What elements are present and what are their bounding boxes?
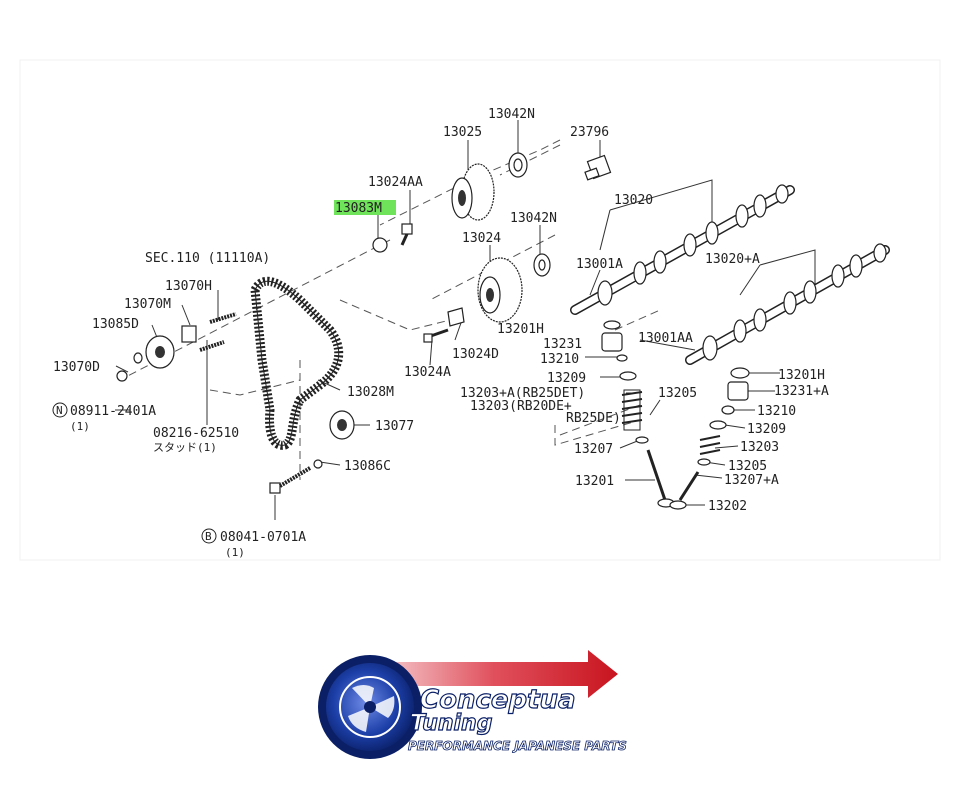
label-13024D: 13024D <box>452 347 499 362</box>
label-13210-left: 13210 <box>540 352 579 367</box>
label-13024AA: 13024AA <box>368 175 423 190</box>
label-13209-left: 13209 <box>547 371 586 386</box>
label-13077: 13077 <box>375 419 414 434</box>
plate-13024D <box>447 307 465 327</box>
label-13042N-mid: 13042N <box>510 211 557 226</box>
bolt-13024A <box>423 328 449 343</box>
label-13203-right: 13203 <box>740 440 779 455</box>
valve-train-left <box>601 320 675 508</box>
leader-lines <box>115 120 816 520</box>
label-13202: 13202 <box>708 499 747 514</box>
label-13231A: 13231+A <box>774 384 829 399</box>
callout-08041: B 08041-0701A (1) <box>201 528 306 559</box>
label-08041: 08041-0701A <box>220 530 306 545</box>
conceptual-tuning-logo: Conceptua Tuning PERFORMANCE JAPANESE PA… <box>318 650 627 759</box>
circle-N-letter: N <box>56 404 63 417</box>
label-13020: 13020 <box>614 193 653 208</box>
label-08911: 08911-2401A <box>70 404 156 419</box>
label-13020A: 13020+A <box>705 252 760 267</box>
label-23796: 23796 <box>570 125 609 140</box>
label-08216-sub: スタッド(1) <box>153 441 217 454</box>
label-13209-right: 13209 <box>747 422 786 437</box>
label-13203: 13203(RB20DE+ <box>470 399 572 414</box>
seal-13042N-top <box>508 152 528 178</box>
label-13070D: 13070D <box>53 360 100 375</box>
label-13203-b: RB25DE) <box>566 411 621 426</box>
label-13001A: 13001A <box>576 257 623 272</box>
idler-13077 <box>329 410 355 440</box>
red-arrow-icon <box>370 650 618 698</box>
bolt-08041 <box>269 459 323 494</box>
label-sec110: SEC.110 (11110A) <box>145 251 270 266</box>
logo-tagline: PERFORMANCE JAPANESE PARTS <box>408 739 627 753</box>
tensioner-assembly <box>116 312 237 382</box>
label-13086C: 13086C <box>344 459 391 474</box>
label-08911-qty: (1) <box>70 420 90 433</box>
highlight-13083M <box>334 200 396 215</box>
valve-train-right <box>669 367 750 510</box>
label-13070H: 13070H <box>165 279 212 294</box>
label-13024A: 13024A <box>404 365 451 380</box>
circle-B-letter: B <box>205 530 212 543</box>
cam-sprocket-13025 <box>451 163 495 221</box>
label-13210-right: 13210 <box>757 404 796 419</box>
label-13203A: 13203+A(RB25DET) <box>460 386 585 401</box>
label-13201: 13201 <box>575 474 614 489</box>
bolt-13024AA <box>400 223 413 246</box>
label-13201H-left: 13201H <box>497 322 544 337</box>
seal-13042N-mid <box>533 253 551 277</box>
label-13207A: 13207+A <box>724 473 779 488</box>
label-08041-qty: (1) <box>225 546 245 559</box>
camshaft-13020A <box>685 243 890 365</box>
label-13025: 13025 <box>443 125 482 140</box>
part-labels: 13042N 13025 23796 13024AA 13083M 13042N… <box>52 107 829 559</box>
label-13085D: 13085D <box>92 317 139 332</box>
callout-08911: N 08911-2401A (1) <box>52 402 156 433</box>
label-13042N-top: 13042N <box>488 107 535 122</box>
washer-13083M <box>372 237 388 253</box>
timing-belt <box>250 276 344 450</box>
label-13231-left: 13231 <box>543 337 582 352</box>
logo-line2: Tuning <box>410 711 492 736</box>
label-13205-right: 13205 <box>728 459 767 474</box>
label-13001AA: 13001AA <box>638 331 693 346</box>
label-13205-left: 13205 <box>658 386 697 401</box>
label-13024: 13024 <box>462 231 501 246</box>
camshaft-13020 <box>570 184 795 315</box>
sensor-23796 <box>584 154 612 181</box>
label-13201H-right: 13201H <box>778 368 825 383</box>
label-08216: 08216-62510 <box>153 426 239 441</box>
cam-sprocket-13024 <box>477 257 523 323</box>
label-13083M: 13083M <box>335 201 382 216</box>
label-13070M: 13070M <box>124 297 171 312</box>
logo-line1: Conceptua <box>420 685 576 715</box>
label-13207-left: 13207 <box>574 442 613 457</box>
label-13028M: 13028M <box>347 385 394 400</box>
